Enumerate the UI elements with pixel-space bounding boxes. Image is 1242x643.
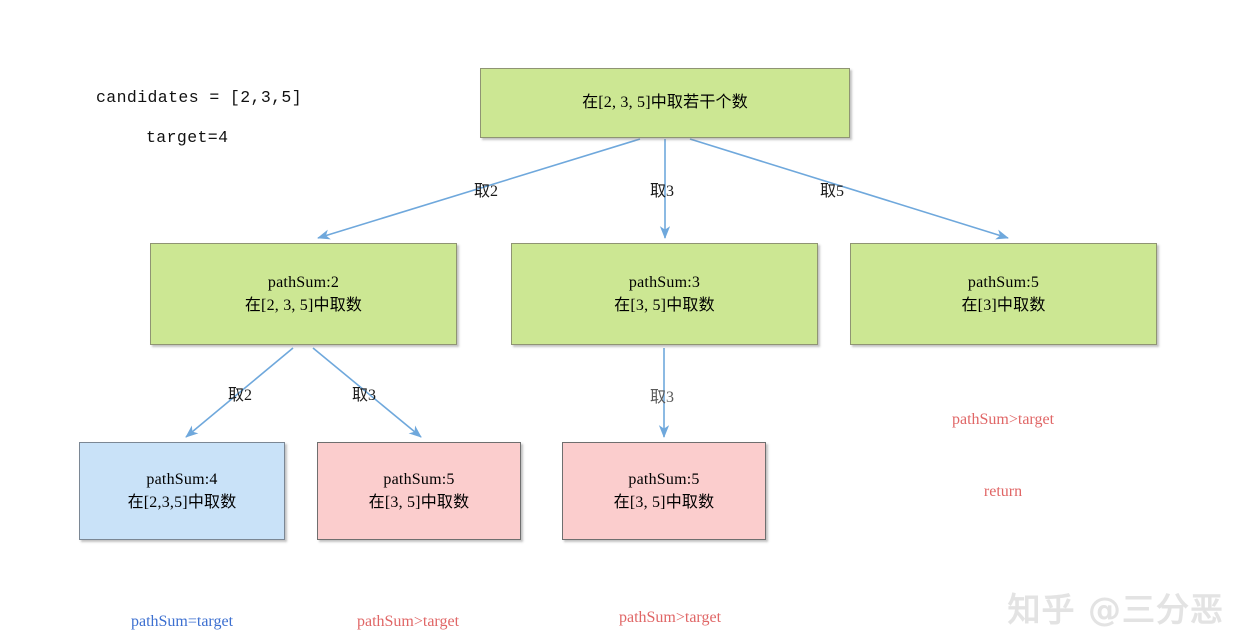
note-prune-l3c-line1: pathSum>target bbox=[618, 609, 722, 626]
node-pathsum-4-found-line1: pathSum:4 bbox=[146, 470, 218, 488]
candidates-text: candidates = [2,3,5] bbox=[96, 88, 303, 107]
node-pathsum-2-line2: 在[2, 3, 5]中取数 bbox=[244, 297, 363, 314]
edge-root-to-l2c bbox=[689, 138, 1009, 240]
edge-label-root-to-l2c: 取5 bbox=[820, 183, 845, 200]
node-pathsum-5-prune-a[interactable]: pathSum:5 在[3]中取数 bbox=[850, 243, 1157, 345]
node-pathsum-3[interactable]: pathSum:3 在[3, 5]中取数 bbox=[511, 243, 818, 345]
node-pathsum-5-prune-a-line2: 在[3]中取数 bbox=[961, 297, 1046, 314]
edge-label-l2b-to-l3c: 取3 bbox=[650, 389, 675, 406]
edge-label-root-to-l2b: 取3 bbox=[650, 183, 675, 200]
node-root[interactable]: 在[2, 3, 5]中取若干个数 bbox=[480, 68, 850, 138]
node-pathsum-4-found-line2: 在[2,3,5]中取数 bbox=[127, 494, 237, 511]
edge-label-l2a-to-l3a: 取2 bbox=[228, 387, 253, 404]
node-pathsum-5-prune-c[interactable]: pathSum:5 在[3, 5]中取数 bbox=[562, 442, 766, 540]
node-pathsum-5-prune-a-line1: pathSum:5 bbox=[967, 273, 1040, 291]
note-prune-l2c-line1: pathSum>target bbox=[951, 411, 1055, 428]
node-pathsum-3-line2: 在[3, 5]中取数 bbox=[614, 297, 715, 314]
note-prune-l3c: pathSum>target return bbox=[570, 558, 770, 643]
node-pathsum-5-prune-b-line1: pathSum:5 bbox=[383, 470, 455, 488]
watermark: 知乎 @三分恶 bbox=[1007, 590, 1224, 629]
edge-label-l2a-to-l3b: 取3 bbox=[352, 387, 377, 404]
note-prune-l2c-line2: return bbox=[983, 483, 1023, 500]
note-prune-l2c: pathSum>target return bbox=[903, 360, 1103, 552]
node-pathsum-5-prune-c-line2: 在[3, 5]中取数 bbox=[613, 494, 715, 511]
note-prune-l3b-line1: pathSum>target bbox=[356, 613, 460, 630]
node-pathsum-2[interactable]: pathSum:2 在[2, 3, 5]中取数 bbox=[150, 243, 457, 345]
node-pathsum-5-prune-b[interactable]: pathSum:5 在[3, 5]中取数 bbox=[317, 442, 521, 540]
target-text: target=4 bbox=[146, 128, 229, 147]
note-prune-l3b: pathSum>target return bbox=[308, 562, 508, 643]
note-found-l3a: pathSum=target return bbox=[82, 562, 282, 643]
node-root-line1: 在[2, 3, 5]中取若干个数 bbox=[582, 94, 748, 112]
node-pathsum-4-found[interactable]: pathSum:4 在[2,3,5]中取数 bbox=[79, 442, 285, 540]
node-pathsum-5-prune-b-line2: 在[3, 5]中取数 bbox=[368, 494, 470, 511]
node-pathsum-2-line1: pathSum:2 bbox=[267, 273, 340, 291]
note-found-l3a-line1: pathSum=target bbox=[130, 613, 234, 630]
edge-label-root-to-l2a: 取2 bbox=[474, 183, 499, 200]
node-pathsum-3-line1: pathSum:3 bbox=[628, 273, 701, 291]
node-pathsum-5-prune-c-line1: pathSum:5 bbox=[628, 470, 700, 488]
